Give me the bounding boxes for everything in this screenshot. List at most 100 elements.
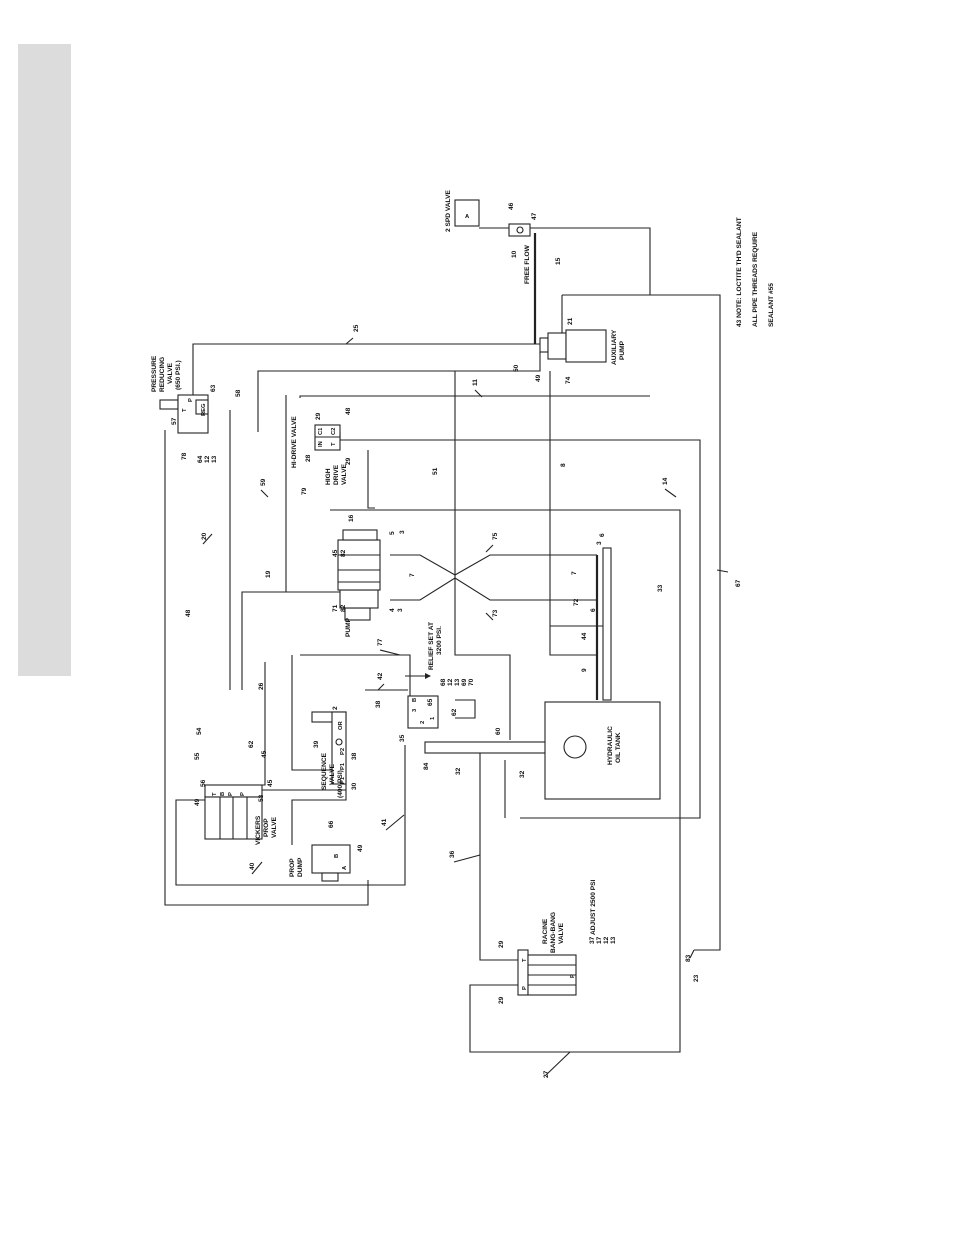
part-number: 48 [345, 407, 352, 415]
part-number: 46 [508, 202, 515, 210]
part-number: 45 [261, 750, 268, 758]
part-number: 12 [603, 936, 610, 944]
hdv-line2: DRIVE [333, 464, 340, 485]
sv-line1: SEQUENCE [321, 752, 328, 790]
part-number: 82 [340, 549, 347, 557]
part-number: 47 [531, 212, 538, 220]
two-spd-valve: A 2 SPD VALVE [445, 190, 531, 237]
sv-p1b: P1 [340, 776, 346, 784]
part-number: 54 [196, 727, 203, 735]
leader-lines [202, 337, 729, 1076]
part-number: 82 [340, 604, 347, 612]
part-number: 12 [447, 678, 454, 686]
pd-line2: DUMP [297, 857, 304, 877]
part-number: 45 [267, 779, 274, 787]
part-number: 59 [260, 478, 267, 486]
part-number: 14 [662, 477, 669, 485]
part-number: 38 [375, 700, 382, 708]
note-line3: SEALANT #55 [768, 283, 775, 327]
relief-label: RELIEF SET AT 3200 PSI. [405, 622, 443, 679]
prv-reg: REG [201, 403, 207, 416]
part-number: 51 [432, 467, 439, 475]
part-number: 69 [461, 678, 468, 686]
part-number: 13 [454, 678, 461, 686]
part-number: 57 [171, 417, 178, 425]
pressure-reducing-valve: T P REG PRESSURE REDUCING VALVE (650 PSI… [151, 355, 209, 434]
part-number: 20 [201, 532, 208, 540]
part-number: 50 [513, 364, 520, 372]
part-number: 45 [332, 549, 339, 557]
part-number: 28 [305, 454, 312, 462]
relief-line1: RELIEF SET AT [428, 622, 435, 670]
rb-p3: 3 [412, 708, 418, 712]
part-number: 30 [351, 782, 358, 790]
part-number: 77 [377, 638, 384, 646]
part-number: 9 [581, 668, 588, 672]
hdv-in: IN [318, 441, 324, 447]
part-number: 84 [423, 762, 430, 770]
part-number: 49 [357, 844, 364, 852]
note-line1: 43 NOTE: LOCTITE TH'D SEALANT [736, 217, 743, 327]
part-number: 55 [194, 752, 201, 760]
pd-line1: PROP [289, 858, 296, 877]
rv-adjust: ADJUST 2500 PSI [590, 879, 597, 935]
hi-drive-valve: C1 C2 IN T HI-DRIVE VALVE HIGH DRIVE VAL… [291, 416, 348, 485]
sv-p2: P2 [340, 748, 346, 755]
part-number: 58 [235, 389, 242, 397]
free-flow-label: FREE FLOW [524, 244, 531, 284]
vpv-t: T [212, 792, 218, 796]
vpv-line3: VALVE [271, 816, 278, 838]
part-number: 44 [581, 632, 588, 640]
part-number: 2 [332, 706, 339, 710]
pump: PUMP [337, 529, 381, 637]
pd-b: B [334, 854, 340, 858]
sv-p1: P1 [340, 762, 346, 770]
part-number: 75 [492, 532, 499, 540]
part-number: 65 [427, 698, 434, 706]
part-number: 29 [345, 457, 352, 465]
prv-port-t: T [182, 408, 188, 412]
part-number: 26 [258, 682, 265, 690]
aux-pump-line1: AUXILIARY [611, 329, 618, 365]
part-number: 25 [353, 324, 360, 332]
tank-line2: OIL TANK [615, 732, 622, 763]
part-number: 42 [377, 672, 384, 680]
part-number: 16 [348, 514, 355, 522]
part-number: 66 [328, 820, 335, 828]
part-number: 7 [409, 573, 416, 577]
vpv-line1: VICKERS [255, 815, 262, 845]
part-number: 11 [472, 379, 479, 386]
part-number: 56 [200, 779, 207, 787]
part-number: 68 [440, 678, 447, 686]
part-number: 73 [492, 609, 499, 617]
part-number: 6 [599, 533, 606, 537]
vickers-prop-valve: T P P B VICKERS PROP VALVE [204, 784, 278, 845]
rb-p1: 1 [430, 716, 436, 720]
part-number: 63 [210, 384, 217, 392]
rv-line3: VALVE [558, 922, 565, 944]
auxiliary-pump: AUXILIARY PUMP [539, 329, 626, 365]
part-number: 40 [249, 862, 256, 870]
aux-pump-line2: PUMP [619, 340, 626, 360]
part-number: 5 [389, 531, 396, 535]
part-number: 70 [468, 678, 475, 686]
part-number: 79 [301, 487, 308, 495]
part-number: 3 [397, 608, 404, 612]
part-number: 7 [571, 571, 578, 575]
hydraulic-oil-tank: HYDRAULIC OIL TANK [544, 701, 661, 800]
part-number: 37 [589, 936, 596, 944]
part-number: 64 [197, 455, 204, 463]
part-number: 29 [498, 940, 505, 948]
rv-t: T [522, 958, 528, 962]
notes: 43 NOTE: LOCTITE TH'D SEALANT ALL PIPE T… [736, 217, 775, 327]
part-numbers: 46 47 10 15 21 50 49 74 25 11 59 63 58 5… [171, 202, 742, 1078]
part-number: 6 [590, 608, 597, 612]
sequence-valve: OR P2 P1 P1 SEQUENCE VALVE (400 PSI) [311, 711, 347, 798]
rv-line2: BANG-BANG [550, 912, 557, 953]
part-number: 74 [565, 376, 572, 384]
part-number: 15 [555, 257, 562, 265]
rv-p: P [570, 974, 576, 978]
part-number: 62 [451, 708, 458, 716]
part-number: 23 [693, 974, 700, 982]
part-number: 83 [685, 954, 692, 962]
